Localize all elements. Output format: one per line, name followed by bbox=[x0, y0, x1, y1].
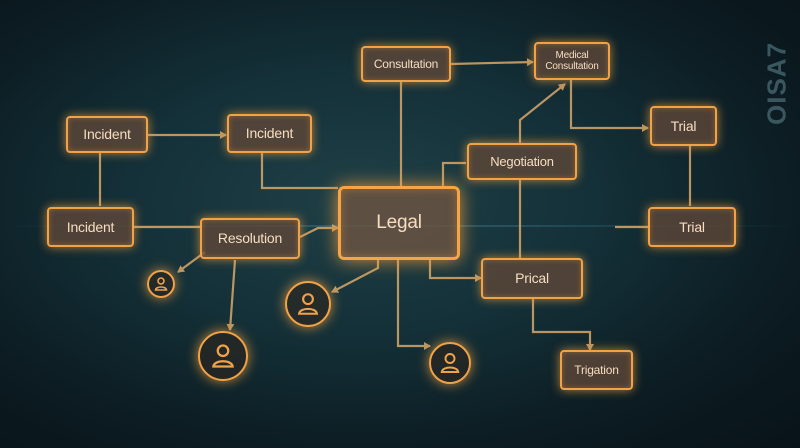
connector-legal-to-bottom-icon bbox=[396, 260, 431, 350]
connector-consultation-to-medical bbox=[450, 58, 534, 67]
node-consultation[interactable]: Consultation bbox=[361, 46, 451, 82]
node-label: Trial bbox=[670, 117, 697, 134]
node-label: Trigation bbox=[574, 362, 619, 377]
node-resolution[interactable]: Resolution bbox=[200, 218, 300, 259]
node-incident-middle[interactable]: Incident bbox=[227, 114, 312, 153]
connector-resolution-to-legal bbox=[299, 224, 339, 238]
node-label: Negotiation bbox=[490, 153, 554, 169]
connector-legal-to-negotiation bbox=[441, 161, 466, 186]
node-negotiation[interactable]: Negotiation bbox=[467, 143, 577, 180]
node-legal[interactable]: Legal bbox=[338, 186, 460, 260]
node-prical[interactable]: Prical bbox=[481, 258, 583, 299]
node-label: Resolution bbox=[217, 230, 283, 247]
person-glyph bbox=[154, 277, 168, 291]
person-glyph bbox=[297, 293, 319, 315]
person-icon[interactable] bbox=[285, 281, 331, 327]
person-icon[interactable] bbox=[147, 270, 175, 298]
connector-prical-to-trigation bbox=[531, 298, 594, 351]
node-incident-top-left[interactable]: Incident bbox=[66, 116, 148, 153]
watermark-text: OISA7 bbox=[761, 41, 792, 125]
node-label: Incident bbox=[83, 126, 131, 143]
connector-resolution-to-bottom-icon bbox=[226, 259, 237, 331]
node-label: Incident bbox=[245, 125, 294, 142]
person-glyph bbox=[212, 344, 234, 368]
connector-negotiation-to-medical bbox=[518, 83, 566, 143]
node-trial-bottom[interactable]: Trial bbox=[648, 207, 736, 247]
node-incident-left[interactable]: Incident bbox=[47, 207, 134, 247]
person-glyph bbox=[440, 353, 460, 373]
node-label: Legal bbox=[376, 212, 422, 234]
connector-incident-to-legal bbox=[260, 153, 338, 190]
node-trial-top[interactable]: Trial bbox=[650, 106, 717, 146]
connector-legal-to-prical bbox=[428, 258, 482, 282]
node-trigation[interactable]: Trigation bbox=[560, 350, 633, 390]
node-label: Medical Consultation bbox=[545, 50, 599, 72]
node-label: Prical bbox=[515, 270, 549, 287]
person-icon[interactable] bbox=[429, 342, 471, 384]
person-icon[interactable] bbox=[198, 331, 248, 381]
connector-legal-to-left-icon bbox=[331, 260, 380, 293]
node-medical-consultation[interactable]: Medical Consultation bbox=[534, 42, 610, 80]
node-label: Incident bbox=[66, 218, 115, 235]
connector-medical-to-trial bbox=[569, 80, 649, 132]
node-label: Trial bbox=[679, 218, 705, 235]
node-label: Consultation bbox=[373, 56, 439, 71]
